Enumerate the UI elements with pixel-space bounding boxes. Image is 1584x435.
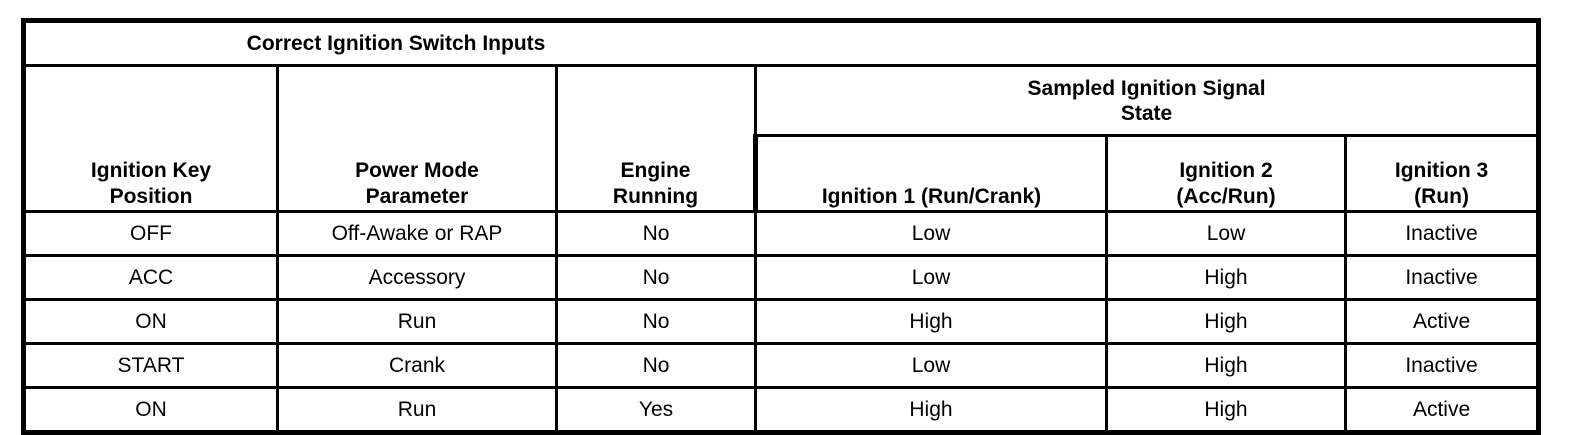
cell-key-position: START [21,342,279,389]
column-header-ignition-3: Ignition 3 (Run) [1343,134,1542,213]
column-header-engine-running-line2: Running [612,185,699,208]
group-header-sampled-ignition-signal-state: Sampled Ignition Signal State [753,64,1542,137]
table-row: OFF Off-Awake or RAP No Low Low Inactive [21,210,1542,257]
column-header-power-mode-parameter: Power Mode Parameter [276,64,558,213]
column-header-power-mode-parameter-line1: Power Mode [355,159,479,182]
column-header-ignition-key-position: Ignition Key Position [21,64,279,213]
cell-ignition-1: Low [754,210,1108,257]
cell-ignition-1: Low [754,254,1108,301]
table-group-header-row: Ignition Key Position Power Mode Paramet… [21,64,1542,213]
table-sub-header-row: Ignition 1 (Run/Crank) Ignition 2 (Acc/R… [24,134,1542,213]
table-title-row: Correct Ignition Switch Inputs [20,18,1542,67]
cell-ignition-1: High [754,386,1108,435]
column-header-ignition-3-line1: Ignition 3 [1394,159,1489,182]
cell-key-position: ACC [21,254,279,301]
table-row: ACC Accessory No Low High Inactive [21,254,1542,301]
cell-ignition-3: Active [1343,386,1542,435]
cell-ignition-2: High [1105,254,1347,301]
cell-power-mode: Accessory [276,254,558,301]
column-header-engine-running-line1: Engine [620,159,691,182]
ignition-switch-inputs-table: Correct Ignition Switch Inputs Ignition … [20,18,1542,435]
cell-power-mode: Run [276,386,558,435]
cell-ignition-2: High [1105,342,1347,389]
cell-engine-running: No [555,342,757,389]
table-row: ON Run No High High Active [21,298,1542,345]
cell-key-position: ON [21,298,279,345]
cell-ignition-3: Inactive [1343,210,1542,257]
page-title: Correct Ignition Switch Inputs [246,31,546,55]
group-header-line2: State [1120,101,1173,125]
column-header-ignition-2-line1: Ignition 2 [1179,159,1273,182]
column-header-ignition-1: Ignition 1 (Run/Crank) [753,134,1108,213]
column-header-engine-running: Engine Running [555,64,757,213]
cell-engine-running: No [555,210,757,257]
cell-ignition-3: Inactive [1343,342,1542,389]
table-row: ON Run Yes High High Active [21,386,1542,435]
cell-key-position: ON [21,386,279,435]
cell-ignition-2: High [1105,298,1347,345]
cell-engine-running: No [555,254,757,301]
cell-power-mode: Run [276,298,558,345]
cell-ignition-2: High [1105,386,1347,435]
cell-ignition-3: Active [1343,298,1542,345]
cell-ignition-1: Low [754,342,1108,389]
group-header-line1: Sampled Ignition Signal [1027,76,1266,100]
cell-engine-running: Yes [555,386,757,435]
cell-power-mode: Crank [276,342,558,389]
cell-key-position: OFF [21,210,279,257]
cell-ignition-3: Inactive [1343,254,1542,301]
table-row: START Crank No Low High Inactive [21,342,1542,389]
cell-ignition-2: Low [1105,210,1347,257]
cell-ignition-1: High [754,298,1108,345]
column-header-ignition-1-line1: Ignition 1 (Run/Crank) [821,185,1042,208]
cell-engine-running: No [555,298,757,345]
column-header-power-mode-parameter-line2: Parameter [365,185,469,208]
cell-power-mode: Off-Awake or RAP [276,210,558,257]
ignition-switch-table-container: Correct Ignition Switch Inputs Ignition … [20,18,1542,435]
column-header-ignition-2-line2: (Acc/Run) [1176,185,1276,208]
table-title-cell: Correct Ignition Switch Inputs [20,18,1542,67]
column-header-ignition-key-position-line1: Ignition Key [90,159,212,182]
column-header-ignition-key-position-line2: Position [109,185,193,208]
column-header-ignition-2: Ignition 2 (Acc/Run) [1105,134,1347,213]
column-header-ignition-3-line2: (Run) [1414,185,1469,208]
